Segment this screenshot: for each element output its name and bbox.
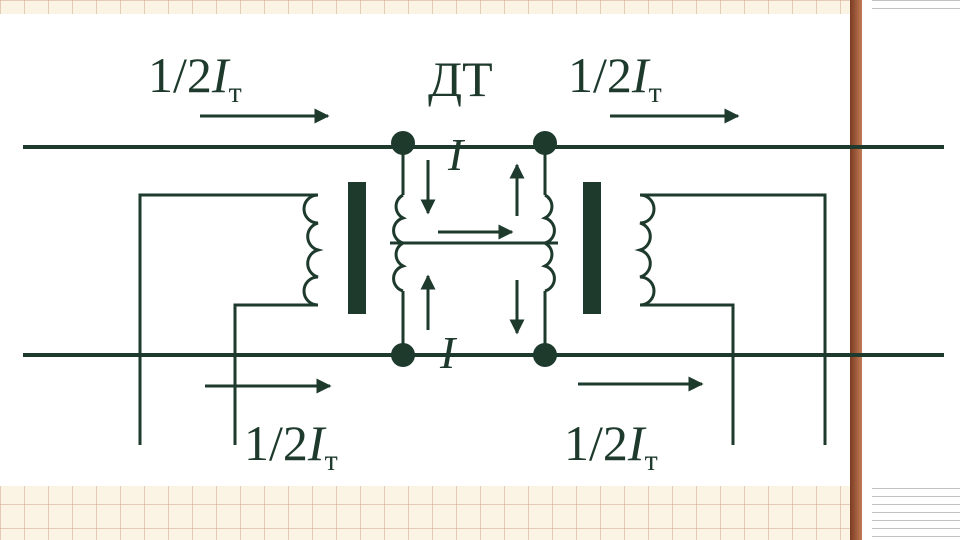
- ruler-face: [862, 14, 960, 484]
- node-left-bottom: [391, 343, 415, 367]
- current-label-top: I: [447, 129, 466, 180]
- ruler-edge: [850, 0, 862, 540]
- half-current-label-bottom-right: 1/2Iт: [564, 415, 658, 477]
- right-core: [583, 182, 601, 314]
- right-outer-lead: [640, 193, 827, 445]
- node-right-bottom: [533, 343, 557, 367]
- node-right-top: [533, 131, 557, 155]
- current-label-bottom: I: [439, 327, 458, 378]
- device-label: ДТ: [428, 51, 493, 107]
- right-secondary-coil: [634, 193, 656, 307]
- ruler-strip: [850, 0, 960, 540]
- left-core: [348, 182, 366, 314]
- half-current-label-bottom-left: 1/2Iт: [244, 415, 338, 477]
- left-outer-lead: [138, 193, 318, 445]
- half-current-label-top-left: 1/2Iт: [148, 47, 242, 109]
- left-inner-lead: [233, 303, 318, 445]
- left-secondary-coil: [302, 193, 324, 307]
- diagram-panel: [0, 14, 850, 486]
- right-inner-lead: [640, 303, 735, 445]
- node-left-top: [391, 131, 415, 155]
- half-current-label-top-right: 1/2Iт: [568, 47, 662, 109]
